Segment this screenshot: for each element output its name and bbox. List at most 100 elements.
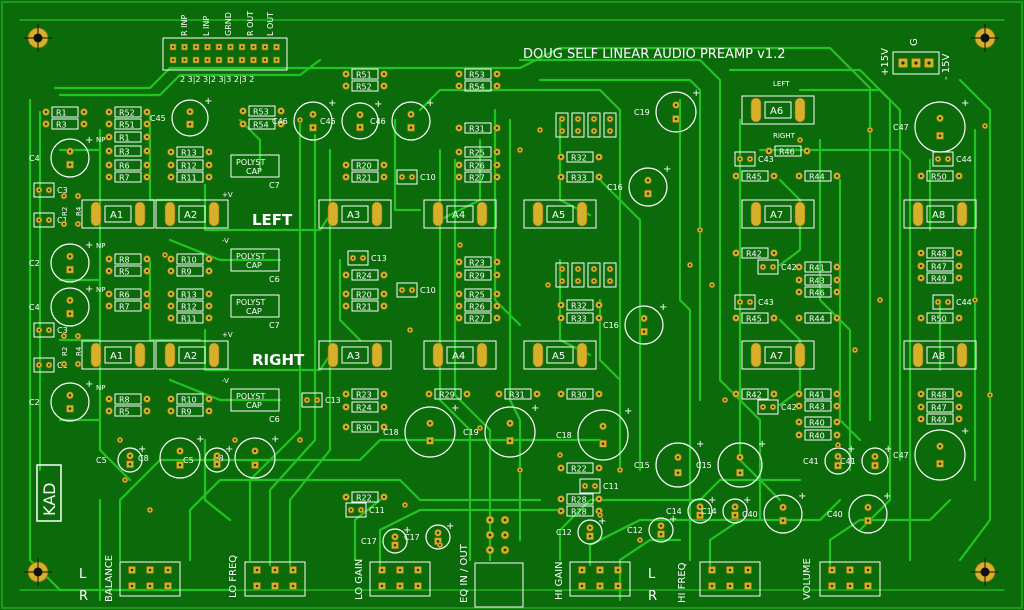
pad-drill (217, 45, 221, 49)
pad-drill (560, 129, 564, 133)
resistor-label: R20 (356, 291, 372, 300)
resistor-body (176, 288, 204, 300)
pad-drill (344, 495, 348, 499)
power-header-outline (892, 51, 940, 75)
pad-drill (830, 568, 834, 572)
resistor-label: R4 (75, 206, 83, 216)
capacitor-polarity: + (531, 403, 539, 414)
pad-drill (344, 425, 348, 429)
pad-drill (252, 58, 255, 62)
small-cap-label: C10 (420, 173, 436, 182)
pad-drill (305, 398, 309, 402)
pad-drill (608, 117, 612, 121)
pad-drill (76, 334, 80, 338)
pad-drill (393, 543, 397, 547)
polystyrene-cap (230, 248, 280, 272)
resistor-label: R4 (75, 346, 83, 356)
small-cap-label: C11 (369, 506, 385, 515)
resistor-label: R9 (181, 408, 192, 417)
pad-drill (724, 399, 726, 401)
trim-outline (603, 112, 617, 138)
capacitor-outline (171, 99, 209, 137)
pad-drill (457, 150, 461, 154)
pad-drill (946, 300, 950, 304)
resistor-body (464, 80, 492, 92)
capacitor-label: C14 (666, 507, 682, 516)
pad-drill (547, 284, 549, 286)
pad-drill (311, 113, 315, 116)
pad-drill (107, 269, 111, 273)
pad-drill (854, 349, 856, 351)
pad-drill (830, 584, 834, 588)
resistor-body (176, 405, 204, 417)
op-amp-pad (476, 342, 488, 368)
pad-drill (710, 568, 714, 572)
label-hi-gain: HI GAIN (554, 561, 565, 600)
resistor-label: R13 (181, 291, 197, 300)
resistor-body (248, 105, 276, 117)
capacitor-outline (50, 138, 90, 178)
capacitor-polarity: + (847, 444, 855, 455)
pad-drill (361, 256, 365, 260)
section-right-label: RIGHT (252, 351, 305, 369)
trace (598, 178, 642, 472)
pot-connector (119, 561, 181, 597)
resistor-body (566, 505, 594, 517)
pad-drill (659, 524, 663, 528)
mounting-holes (24, 24, 999, 586)
pad-drill (188, 123, 192, 126)
capacitor-polarity: + (961, 426, 969, 437)
resistor-body (351, 421, 379, 433)
capacitor-outline (861, 447, 889, 475)
resistor-label: R32 (571, 302, 587, 311)
trace (288, 148, 332, 567)
pad-drill (576, 279, 580, 283)
resistor-body (804, 286, 832, 298)
pad-drill (938, 462, 942, 466)
capacitor-polarity: + (85, 379, 93, 390)
resistor-label: R54 (253, 121, 269, 130)
resistor-label: R29 (439, 391, 455, 400)
pad-drill (169, 163, 173, 167)
op-amp-body (178, 205, 206, 223)
capacitor-label: C40 (827, 510, 843, 519)
resistor-label: R12 (181, 162, 197, 171)
resistor-body (504, 388, 532, 400)
pad-drill (559, 454, 561, 456)
pad-drill (919, 174, 923, 178)
small-cap-outline (396, 169, 418, 185)
trace (708, 498, 842, 572)
capacitor-outline (655, 91, 697, 133)
resistor-label: R24 (356, 272, 372, 281)
pad-drill (207, 316, 211, 320)
resistor-body (114, 405, 142, 417)
pad-drill (344, 175, 348, 179)
polystyrene-ref: C6 (269, 415, 280, 424)
pad-drill (255, 584, 259, 588)
pad-drill (797, 392, 801, 396)
pad-drill (495, 292, 499, 296)
capacitor-label: C16 (603, 321, 619, 330)
pad-drill (592, 267, 596, 271)
op-amp-body (341, 346, 369, 364)
pad-drill (748, 300, 752, 304)
capacitor-label: C41 (840, 457, 856, 466)
resistor-body (114, 171, 142, 183)
capacitor-outline (204, 447, 230, 473)
resistor-body (741, 312, 769, 324)
pad-drill (616, 568, 620, 572)
capacitor-outline (117, 447, 143, 473)
voltage-label: +V (222, 331, 233, 339)
pad-drill (428, 439, 432, 443)
board-title: DOUG SELF LINEAR AUDIO PREAMP v1.2 (523, 47, 786, 62)
resistor-body (804, 388, 832, 400)
pad-drill (689, 264, 691, 266)
resistor-label: R47 (931, 404, 947, 413)
pad-drill (404, 504, 406, 506)
resistor-label: R22 (356, 494, 372, 503)
pad-drill (560, 267, 564, 271)
capacitor-polarity: + (758, 439, 766, 450)
pad-drill (659, 532, 663, 536)
pad-drill (835, 265, 839, 269)
polystyrene-label: POLYST (236, 392, 265, 401)
